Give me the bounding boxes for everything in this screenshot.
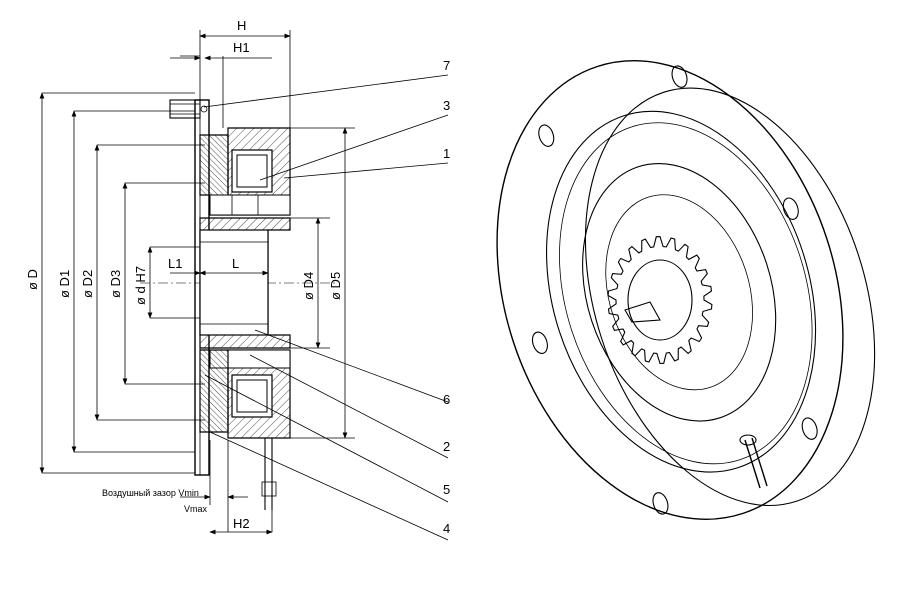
gear-hub — [607, 236, 713, 364]
section-view — [140, 30, 335, 510]
mount-hole-1 — [538, 124, 555, 147]
dim-d: ø d H7 — [133, 266, 148, 305]
hub-bore-iso — [627, 259, 693, 341]
callout-6: 6 — [443, 392, 450, 407]
dim-D4: ø D4 — [301, 272, 316, 300]
mount-hole-4 — [801, 417, 818, 440]
callout-2: 2 — [443, 439, 450, 454]
dim-lines-bottom — [180, 440, 273, 535]
dim-D2: ø D2 — [80, 270, 95, 298]
air-gap-vmax: Vmax — [184, 504, 208, 514]
coil-upper — [231, 149, 273, 193]
callout-4: 4 — [443, 521, 450, 536]
dim-L1: L1 — [168, 256, 182, 271]
callout-5: 5 — [443, 482, 450, 497]
housing-back — [584, 87, 876, 507]
flange-outer — [496, 60, 844, 520]
bolt-upper — [209, 194, 291, 216]
dim-H: H — [237, 18, 246, 33]
callout-1: 1 — [443, 146, 450, 161]
dim-D3: ø D3 — [108, 270, 123, 298]
dim-lines-top — [170, 33, 291, 61]
mount-hole-5 — [782, 197, 799, 220]
mount-hole-2 — [531, 331, 548, 355]
hub-bore — [199, 229, 269, 336]
armature-disc — [582, 163, 777, 422]
coil-lower — [231, 374, 273, 418]
callout-3: 3 — [443, 98, 450, 113]
screw-head — [169, 99, 201, 119]
mount-hole-6 — [671, 65, 688, 88]
armature-lower — [199, 349, 229, 433]
dim-lines-vertical — [39, 92, 355, 474]
dim-H2: H2 — [233, 516, 250, 531]
flange-inner — [546, 110, 817, 473]
cable — [739, 434, 768, 489]
keyway — [624, 301, 661, 323]
mount-hole-3 — [652, 492, 669, 515]
callout-leaders — [203, 74, 449, 541]
isometric-view — [496, 60, 876, 520]
air-gap-label: Воздушный зазор Vmin — [102, 488, 199, 498]
dim-D1: ø D1 — [57, 270, 72, 298]
callout-7: 7 — [443, 58, 450, 73]
dim-H1: H1 — [233, 40, 250, 55]
dim-D5: ø D5 — [328, 272, 343, 300]
dim-D: ø D — [25, 269, 40, 290]
dim-L: L — [232, 256, 239, 271]
